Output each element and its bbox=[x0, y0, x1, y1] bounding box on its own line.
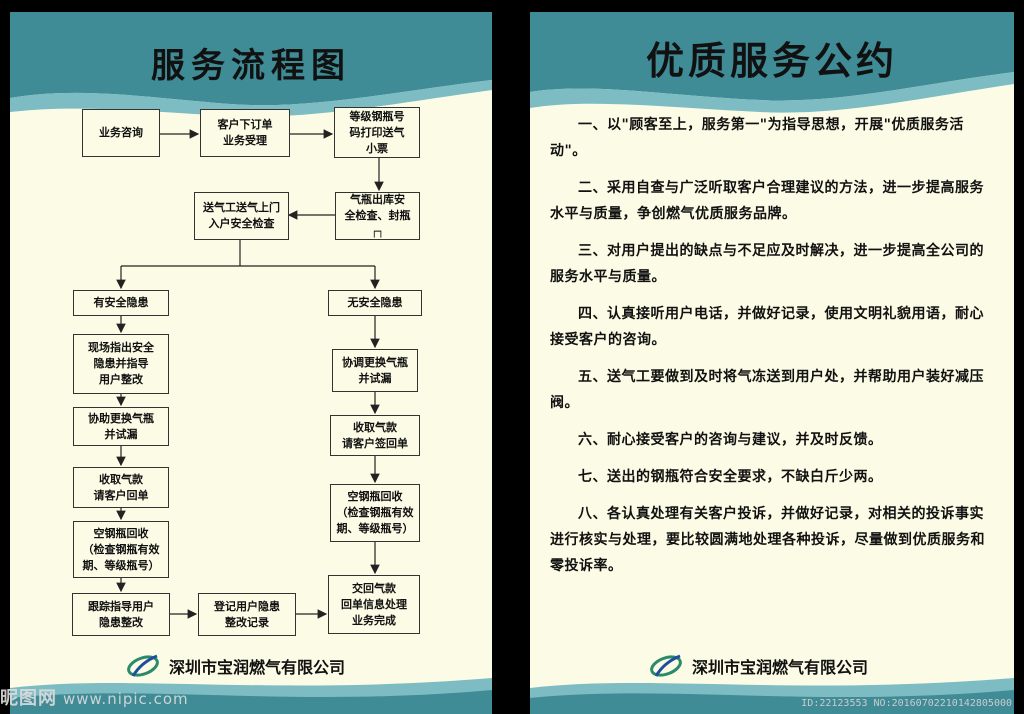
company-logo-icon bbox=[127, 654, 159, 677]
company-name-right: 深圳市宝润燃气有限公司 bbox=[648, 652, 868, 680]
step-empty-cylinder-left: 空钢瓶回收 （检查钢瓶有效 期、等级瓶号） bbox=[73, 521, 169, 578]
image-id: ID:22123553 NO:20160702210142805000 bbox=[801, 698, 1012, 709]
pledge-clause: 四、认真接听用户电话，并做好记录，使用文明礼貌用语，耐心接受客户的咨询。 bbox=[550, 306, 984, 348]
step-empty-cylinder-right: 空钢瓶回收 （检查钢瓶有效 期、等级瓶号） bbox=[330, 484, 420, 542]
step-collect-payment-left: 收取气款 请客户回单 bbox=[73, 467, 169, 508]
footer-wave bbox=[10, 678, 492, 714]
step-register-cylinder: 等级钢瓶号 码打印送气 小票 bbox=[334, 107, 420, 158]
step-delivery-inspection: 送气工送气上门 入户安全检查 bbox=[194, 192, 289, 240]
pledge-clause: 一、以"顾客至上，服务第一"为指导思想，开展"优质服务活动"。 bbox=[550, 117, 964, 159]
step-order-accept: 客户下订单 业务受理 bbox=[200, 109, 290, 157]
watermark: 昵图网 www.nipic.com bbox=[0, 684, 189, 710]
company-name-text: 深圳市宝润燃气有限公司 bbox=[692, 658, 869, 677]
company-name-left: 深圳市宝润燃气有限公司 bbox=[125, 652, 345, 680]
step-business-consult: 业务咨询 bbox=[82, 109, 160, 157]
flowchart-title: 服务流程图 bbox=[151, 46, 351, 86]
pledge-clauses: 一、以"顾客至上，服务第一"为指导思想，开展"优质服务活动"。二、采用自查与广泛… bbox=[550, 112, 996, 590]
flow-connectors bbox=[116, 129, 384, 619]
step-assist-replace: 协助更换气瓶 并试漏 bbox=[73, 407, 169, 446]
pledge-clause: 二、采用自查与广泛听取客户合理建议的方法，进一步提高服务水平与质量，争创燃气优质… bbox=[550, 180, 984, 222]
pledge-title: 优质服务公约 bbox=[645, 39, 898, 83]
watermark-url: www.nipic.com bbox=[63, 690, 189, 708]
pledge-clause: 八、各认真处理有关客户投诉，并做好记录，对相关的投诉事实进行核实与处理，要比较圆… bbox=[550, 506, 985, 574]
watermark-brand: 昵图网 bbox=[0, 688, 57, 709]
pledge-clause: 五、送气工要做到及时将气冻送到用户处，并帮助用户装好减压阀。 bbox=[550, 369, 984, 411]
step-collect-payment-right: 收取气款 请客户签回单 bbox=[330, 415, 420, 456]
step-point-out-hazard: 现场指出安全 隐患并指导 用户整改 bbox=[73, 334, 169, 394]
step-no-hazard: 无安全隐患 bbox=[328, 290, 422, 316]
step-register-rectification: 登记用户隐患 整改记录 bbox=[198, 593, 296, 636]
header-wave bbox=[530, 12, 1014, 113]
step-has-hazard: 有安全隐患 bbox=[73, 290, 169, 316]
pledge-clause: 三、对用户提出的缺点与不足应及时解决，进一步提高全公司的服务水平与质量。 bbox=[550, 243, 984, 285]
pledge-clause: 七、送出的钢瓶符合安全要求，不缺白斤少两。 bbox=[578, 469, 883, 485]
footer-wave bbox=[530, 678, 1014, 714]
service-pledge-poster: 优质服务公约 一、以"顾客至上，服务第一"为指导思想，开展"优质服务活动"。二、… bbox=[530, 12, 1014, 714]
step-outbound-check: 气瓶出库安 全检查、封瓶 ┌┐ bbox=[335, 192, 420, 240]
header-wave bbox=[10, 12, 492, 117]
flowchart-poster: 服务流程图 业务咨询 客 bbox=[10, 12, 492, 714]
pledge-clause: 六、耐心接受客户的咨询与建议，并及时反馈。 bbox=[578, 432, 883, 448]
step-return-payment: 交回气款 回单信息处理 业务完成 bbox=[328, 575, 420, 634]
company-logo-icon bbox=[650, 654, 682, 677]
step-coordinate-replace: 协调更换气瓶 并试漏 bbox=[332, 349, 418, 392]
company-name-text: 深圳市宝润燃气有限公司 bbox=[169, 658, 346, 677]
step-track-rectification: 跟踪指导用户 隐患整改 bbox=[72, 593, 170, 636]
